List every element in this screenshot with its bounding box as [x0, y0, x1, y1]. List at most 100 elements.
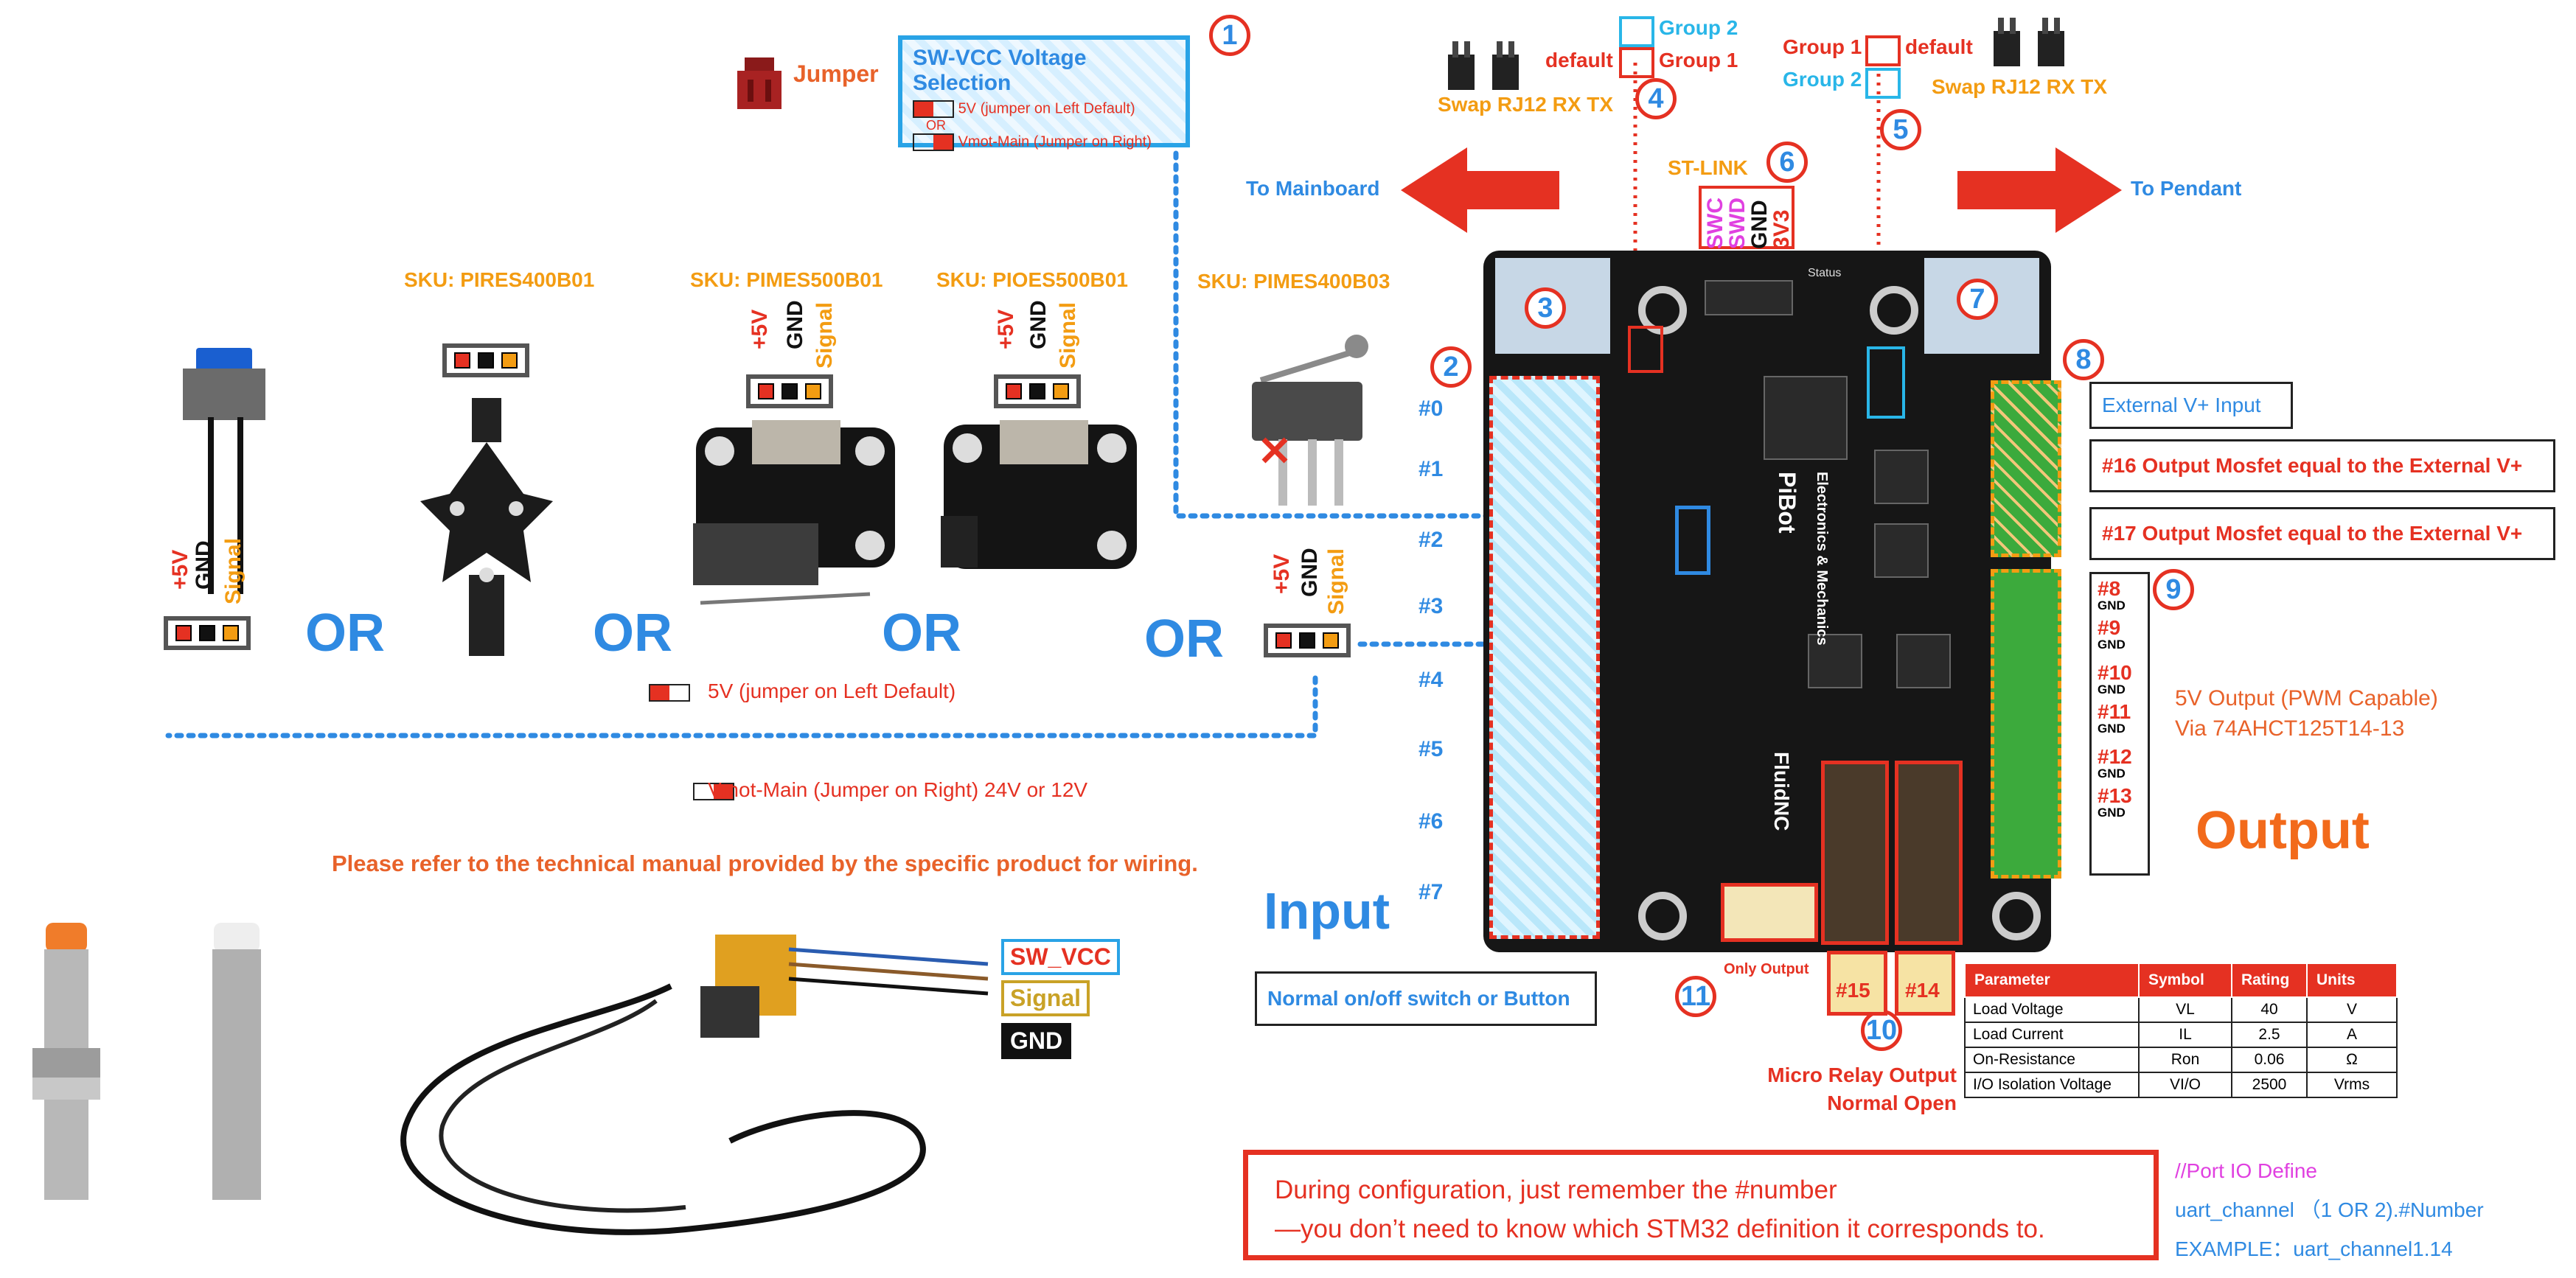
rj12-right-group2: Group 2 [1783, 68, 1862, 91]
group2-box-right [1865, 68, 1901, 99]
swvcc-selection-box: SW-VCC Voltage Selection 5V (jumper on L… [898, 35, 1190, 151]
table-row: On-Resistance Ron 0.06 Ω [1964, 1047, 2398, 1073]
mech-pin-5v: +5V [748, 309, 772, 349]
mcu-chip [1764, 376, 1848, 460]
stlink-pin-swc: SWC [1703, 198, 1727, 249]
to-pendant-label: To Pendant [2131, 177, 2242, 200]
input-port-7: #7 [1418, 880, 1444, 904]
relay14-box [1895, 951, 1955, 1016]
config-note-box: During configuration, just remember the … [1243, 1150, 2159, 1260]
spec-cell: V [2306, 996, 2398, 1023]
input-port-6: #6 [1418, 809, 1444, 834]
mount-hole-bl [1638, 892, 1687, 940]
pwm-desc: 5V Output (PWM Capable) Via 74AHCT125T14… [2175, 684, 2438, 744]
spec-table: Parameter Symbol Rating Units Load Volta… [1964, 963, 2398, 1098]
jumper-pair-right-icon [1994, 18, 2064, 66]
mosfet17-box: #17 Output Mosfet equal to the External … [2089, 507, 2555, 560]
swvcc-title: SW-VCC Voltage Selection [913, 46, 1087, 95]
or-2: OR [593, 604, 672, 663]
pwm-num-12: #12 [2098, 745, 2132, 768]
optical-connector [442, 343, 529, 377]
input-port-3: #3 [1418, 594, 1444, 618]
callout-1: 1 [1209, 15, 1250, 56]
rj12-left-group2: Group 2 [1659, 16, 1738, 39]
mount-hole-tr [1870, 286, 1918, 335]
input-title: Input [1264, 882, 1390, 940]
mount-hole-br [1992, 892, 2041, 940]
callout-3: 3 [1525, 287, 1566, 329]
callout-6: 6 [1766, 142, 1808, 183]
rj12-left-default: default [1545, 49, 1613, 71]
wire-swvcc: SW_VCC [1001, 939, 1120, 975]
pwm-gnd-8: GND [2098, 598, 2126, 612]
mech-connector [746, 374, 833, 408]
relay-desc: Micro Relay Output Normal Open [1758, 1061, 1957, 1117]
input-terminal-block [1489, 376, 1600, 939]
rj12-right-group1: Group 1 [1783, 35, 1862, 58]
spec-cell: On-Resistance [1964, 1047, 2140, 1073]
mosfet17-text: Output Mosfet equal to the External V+ [2142, 522, 2523, 545]
pibot-board: Status PiBot Electronics & Mechanics Flu… [1483, 251, 2061, 952]
micro-switch-image [1252, 335, 1368, 506]
optical-sensor-image [941, 420, 1137, 569]
callout-7: 7 [1957, 279, 1998, 320]
spec-cell: Ω [2306, 1047, 2398, 1073]
spec-cell: I/O Isolation Voltage [1964, 1072, 2140, 1098]
pwm-num-11: #11 [2098, 700, 2131, 723]
spec-cell: VL [2138, 996, 2232, 1023]
callout-11: 11 [1675, 976, 1716, 1017]
board-fluidnc: FluidNC [1770, 752, 1793, 831]
spec-header-rating: Rating [2231, 963, 2308, 998]
input-port-0: #0 [1418, 397, 1444, 421]
to-mainboard-label: To Mainboard [1246, 177, 1380, 200]
switch-pin-gnd: GND [192, 540, 216, 590]
callout-10: 10 [1861, 1010, 1902, 1051]
micro-connector [1264, 624, 1351, 657]
callout-4: 4 [1635, 78, 1677, 119]
rj12-left-group1: Group 1 [1659, 49, 1738, 71]
manual-note: Please refer to the technical manual pro… [332, 851, 1198, 876]
rj12-right-swap: Swap RJ12 RX TX [1932, 75, 2108, 98]
pwm-pin-list: #8 GND #9 GND #10 GND #11 GND #12 GND #1… [2089, 572, 2150, 876]
relay-desc-line1: Micro Relay Output [1767, 1064, 1957, 1086]
pwm-gnd-13: GND [2098, 806, 2126, 820]
jumper-icon [737, 57, 781, 109]
stlink-pin-gnd: GND [1747, 200, 1772, 249]
or-4: OR [1144, 610, 1224, 668]
spec-cell: Load Voltage [1964, 996, 2140, 1023]
table-row: Load Voltage VL 40 V [1964, 996, 2398, 1023]
input-port-4: #4 [1418, 668, 1444, 692]
rj12-jumper-right [1867, 346, 1905, 419]
relay15-label: #15 [1836, 979, 1870, 1002]
spec-cell: A [2306, 1022, 2398, 1048]
inductive-sensor-image-1 [32, 923, 100, 1200]
pwm-gnd-10: GND [2098, 682, 2126, 696]
mosfet17-num: #17 [2102, 522, 2137, 545]
table-row: I/O Isolation Voltage VI/O 2500 Vrms [1964, 1072, 2398, 1098]
spec-cell: Load Current [1964, 1022, 2140, 1048]
arrow-to-mainboard [1401, 147, 1559, 233]
opt2-connector [994, 374, 1081, 408]
rj12-right-default: default [1905, 35, 1973, 58]
jumper-note-right: Vmot-Main (Jumper on Right) 24V or 12V [708, 778, 1088, 801]
mech-pin-signal: Signal [812, 301, 837, 369]
mosfet-terminal-block [1991, 380, 2061, 557]
note-jumper-left-icon [649, 684, 690, 702]
table-row: Load Current IL 2.5 A [1964, 1022, 2398, 1048]
sku-label-1: SKU: PIRES400B01 [404, 268, 595, 291]
buffer-chip-1 [1808, 634, 1862, 688]
relay15-box [1827, 951, 1887, 1016]
rj12-left-swap: Swap RJ12 RX TX [1438, 93, 1614, 116]
stlink-pin-swd: SWD [1725, 198, 1750, 249]
pwm-num-9: #9 [2098, 616, 2121, 639]
spec-cell: 2.5 [2231, 1022, 2308, 1048]
pwm-num-10: #10 [2098, 661, 2132, 684]
input-port-2: #2 [1418, 528, 1444, 552]
input-port-1: #1 [1418, 457, 1444, 481]
port-io-define: //Port IO Define uart_channel （1 OR 2).#… [2175, 1151, 2484, 1269]
pwm-gnd-11: GND [2098, 722, 2126, 736]
pwm-gnd-9: GND [2098, 638, 2126, 652]
optical-endstop-image [420, 398, 553, 656]
board-swvcc-jumper [1675, 506, 1710, 575]
arrow-to-pendant [1957, 147, 2122, 233]
